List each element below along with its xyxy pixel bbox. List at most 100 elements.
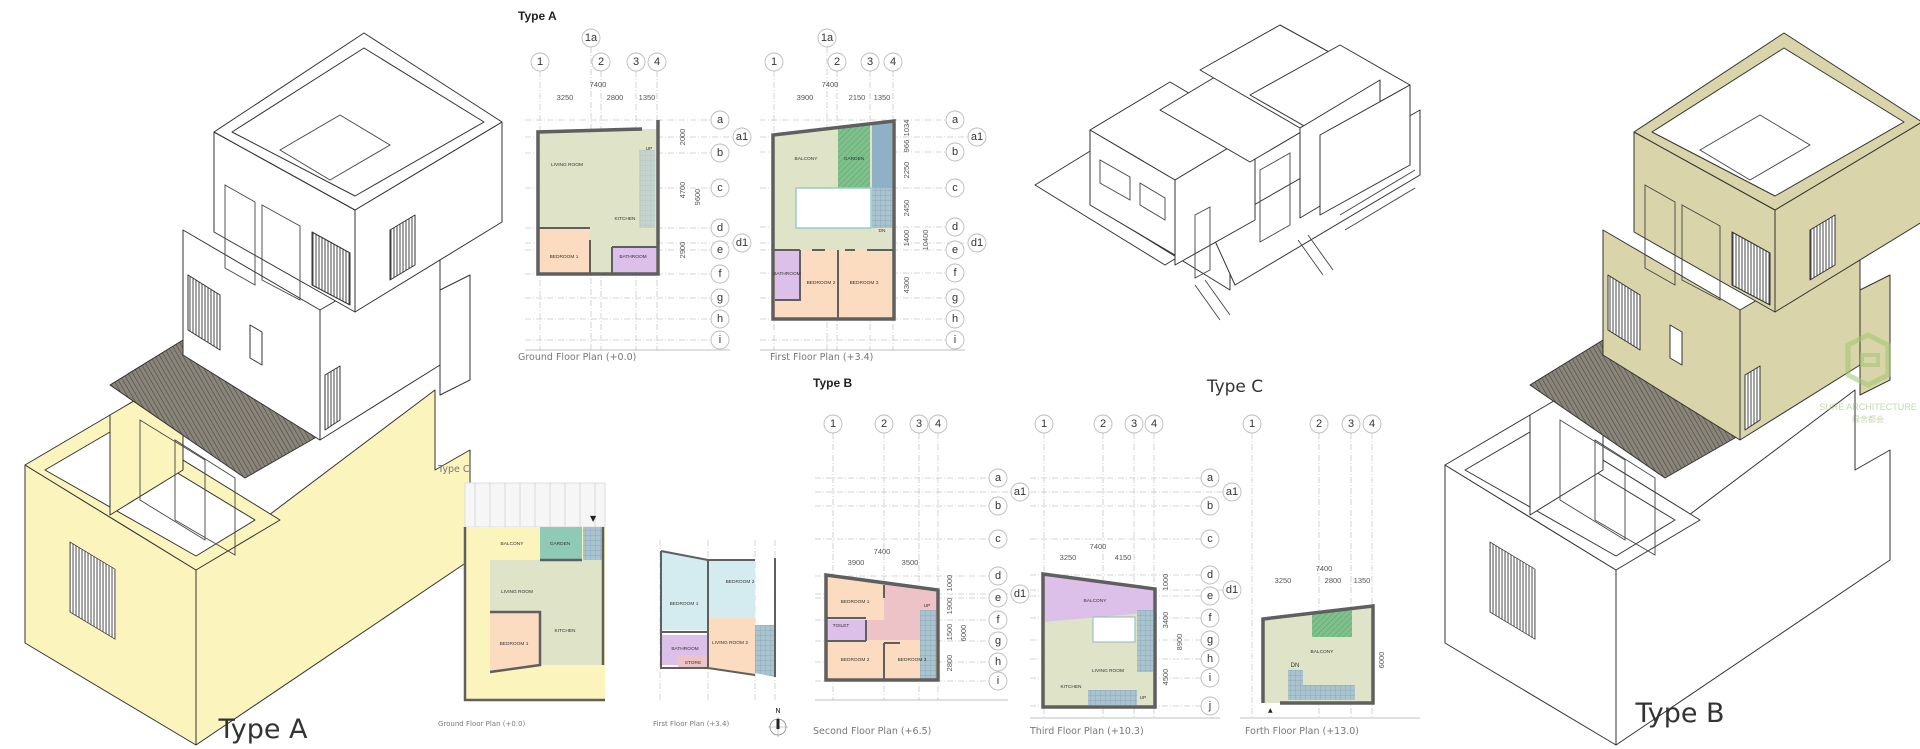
grid-bubble: c: [945, 178, 965, 198]
grid-bubble: h: [1200, 649, 1220, 669]
grid-bubble: d1: [1222, 580, 1242, 600]
grid-label: g: [1207, 634, 1213, 646]
grid-label: f: [718, 268, 722, 280]
grid-bubble: a: [945, 110, 965, 130]
entrance-arrow-icon: ▲: [1268, 707, 1273, 714]
grid-label: 1: [1249, 418, 1255, 430]
type-a-ground-floor-plan: LIVING ROOM KITCHEN BEDROOM 1 BATHROOM U…: [518, 80, 702, 363]
grid-label: h: [1207, 653, 1213, 665]
grid-bubble: d1: [732, 233, 752, 253]
type-a-first-floor-plan: BALCONY GARDEN DN BATHROOM BEDROOM 2 BED…: [770, 80, 930, 363]
grid-label: d1: [971, 237, 983, 249]
type-b-forth-floor-plan: BALCONY DN ▲ 7400 3250 2800 1350 6000 Fo…: [1245, 564, 1386, 737]
type-c-header: Type C: [437, 464, 470, 475]
dimension: 4150: [1115, 553, 1132, 562]
grid-label: 2: [881, 418, 887, 430]
grid-bubble: d1: [1010, 584, 1030, 604]
grid-bubble: b: [945, 142, 965, 162]
grid-bubble: 1: [1242, 414, 1262, 434]
grid-label: d1: [1226, 584, 1238, 596]
room-label: BALCONY: [1084, 598, 1108, 604]
type-c-ground-floor-plan: ▼ BALCONY GARDEN LIVING ROOM KITCHEN BED…: [438, 482, 606, 728]
dimension: 3250: [1060, 553, 1077, 562]
grid-label: 4: [1151, 418, 1157, 430]
grid-bubble: 1a: [581, 28, 601, 48]
grid-bubble: 4: [1362, 414, 1382, 434]
grid-label: 3: [867, 56, 873, 68]
room-label: LIVING ROOM: [1092, 668, 1124, 674]
room-label: GARDEN: [550, 541, 571, 547]
grid-label: d: [1207, 569, 1213, 581]
grid-bubble: h: [988, 652, 1008, 672]
dimension: 3900: [848, 558, 865, 567]
grid-label: c: [717, 182, 723, 194]
grid-label: e: [1207, 590, 1213, 602]
grid-bubble: g: [1200, 630, 1220, 650]
grid-bubble: a1: [1222, 482, 1242, 502]
plan-caption: Forth Floor Plan (+13.0): [1245, 726, 1359, 737]
grid-label: e: [717, 244, 723, 256]
grid-bubble: 1a: [817, 28, 837, 48]
dimension: 6000: [1377, 652, 1386, 669]
room-label: DN: [879, 228, 886, 234]
dimension: 3400: [1161, 612, 1170, 629]
grid-label: b: [995, 500, 1001, 512]
dimension: 1400: [902, 230, 911, 247]
room-label: BEDROOM 1: [550, 254, 579, 260]
grid-label: 2: [1316, 418, 1322, 430]
dimension: 2800: [607, 93, 624, 102]
grid-bubble: 3: [909, 414, 929, 434]
type-a-label: Type A: [217, 714, 308, 745]
grid-bubble: c: [988, 529, 1008, 549]
grid-label: g: [995, 635, 1001, 647]
grid-bubble: 3: [626, 52, 646, 72]
room-label: KITCHEN: [1060, 684, 1082, 690]
grid-bubble: d: [1200, 565, 1220, 585]
grid-label: g: [952, 292, 958, 304]
grid-bubble: e: [945, 240, 965, 260]
room-label: LIVING ROOM: [551, 162, 583, 168]
room-label: UP: [924, 603, 931, 609]
room-label: KITCHEN: [614, 216, 636, 222]
grid-bubble: a1: [732, 127, 752, 147]
grid-label: e: [995, 592, 1001, 604]
room-label: STORE: [685, 660, 701, 666]
room-label: BATHROOM: [619, 254, 646, 260]
room-label: TOILET: [833, 623, 850, 629]
dimension: 4500: [1161, 669, 1170, 686]
grid-bubble: d: [710, 218, 730, 238]
room-label: LIVING ROOM: [501, 589, 533, 595]
grid-bubble: 4: [928, 414, 948, 434]
grid-bubble: i: [945, 330, 965, 350]
plan-caption: Ground Floor Plan (+0.0): [438, 720, 525, 728]
grid-label: g: [717, 292, 723, 304]
grid-label: 3: [1348, 418, 1354, 430]
room-label: DN: [1291, 663, 1300, 669]
type-b-header: Type B: [813, 376, 852, 390]
grid-bubble: c: [1200, 529, 1220, 549]
grid-label: d: [717, 222, 723, 234]
grid-label: 4: [654, 56, 660, 68]
grid-label: 1a: [821, 32, 834, 44]
grid-bubble: i: [1200, 668, 1220, 688]
grid-label: i: [719, 334, 721, 346]
type-c-isometric: [1034, 24, 1421, 321]
dimension: 10400: [921, 230, 930, 251]
grid-label: 3: [633, 56, 639, 68]
room-label: UP: [646, 146, 653, 152]
grid-label: 2: [834, 56, 840, 68]
type-c-iso-label: Type C: [1206, 377, 1263, 397]
dimension: 2800: [945, 655, 954, 672]
entrance-arrow-icon: ▼: [590, 514, 597, 523]
grid-bubble: 1: [823, 414, 843, 434]
grid-label: a1: [1014, 486, 1026, 498]
grid-label: a1: [736, 131, 748, 143]
grid-bubble: c: [710, 178, 730, 198]
room-label: BATHROOM: [671, 646, 698, 652]
grid-label: a: [995, 472, 1002, 484]
room-label: GARDEN: [844, 156, 865, 162]
grid-label: 1: [1041, 418, 1047, 430]
grid-label: f: [996, 614, 1000, 626]
dimension: 4700: [678, 182, 687, 199]
